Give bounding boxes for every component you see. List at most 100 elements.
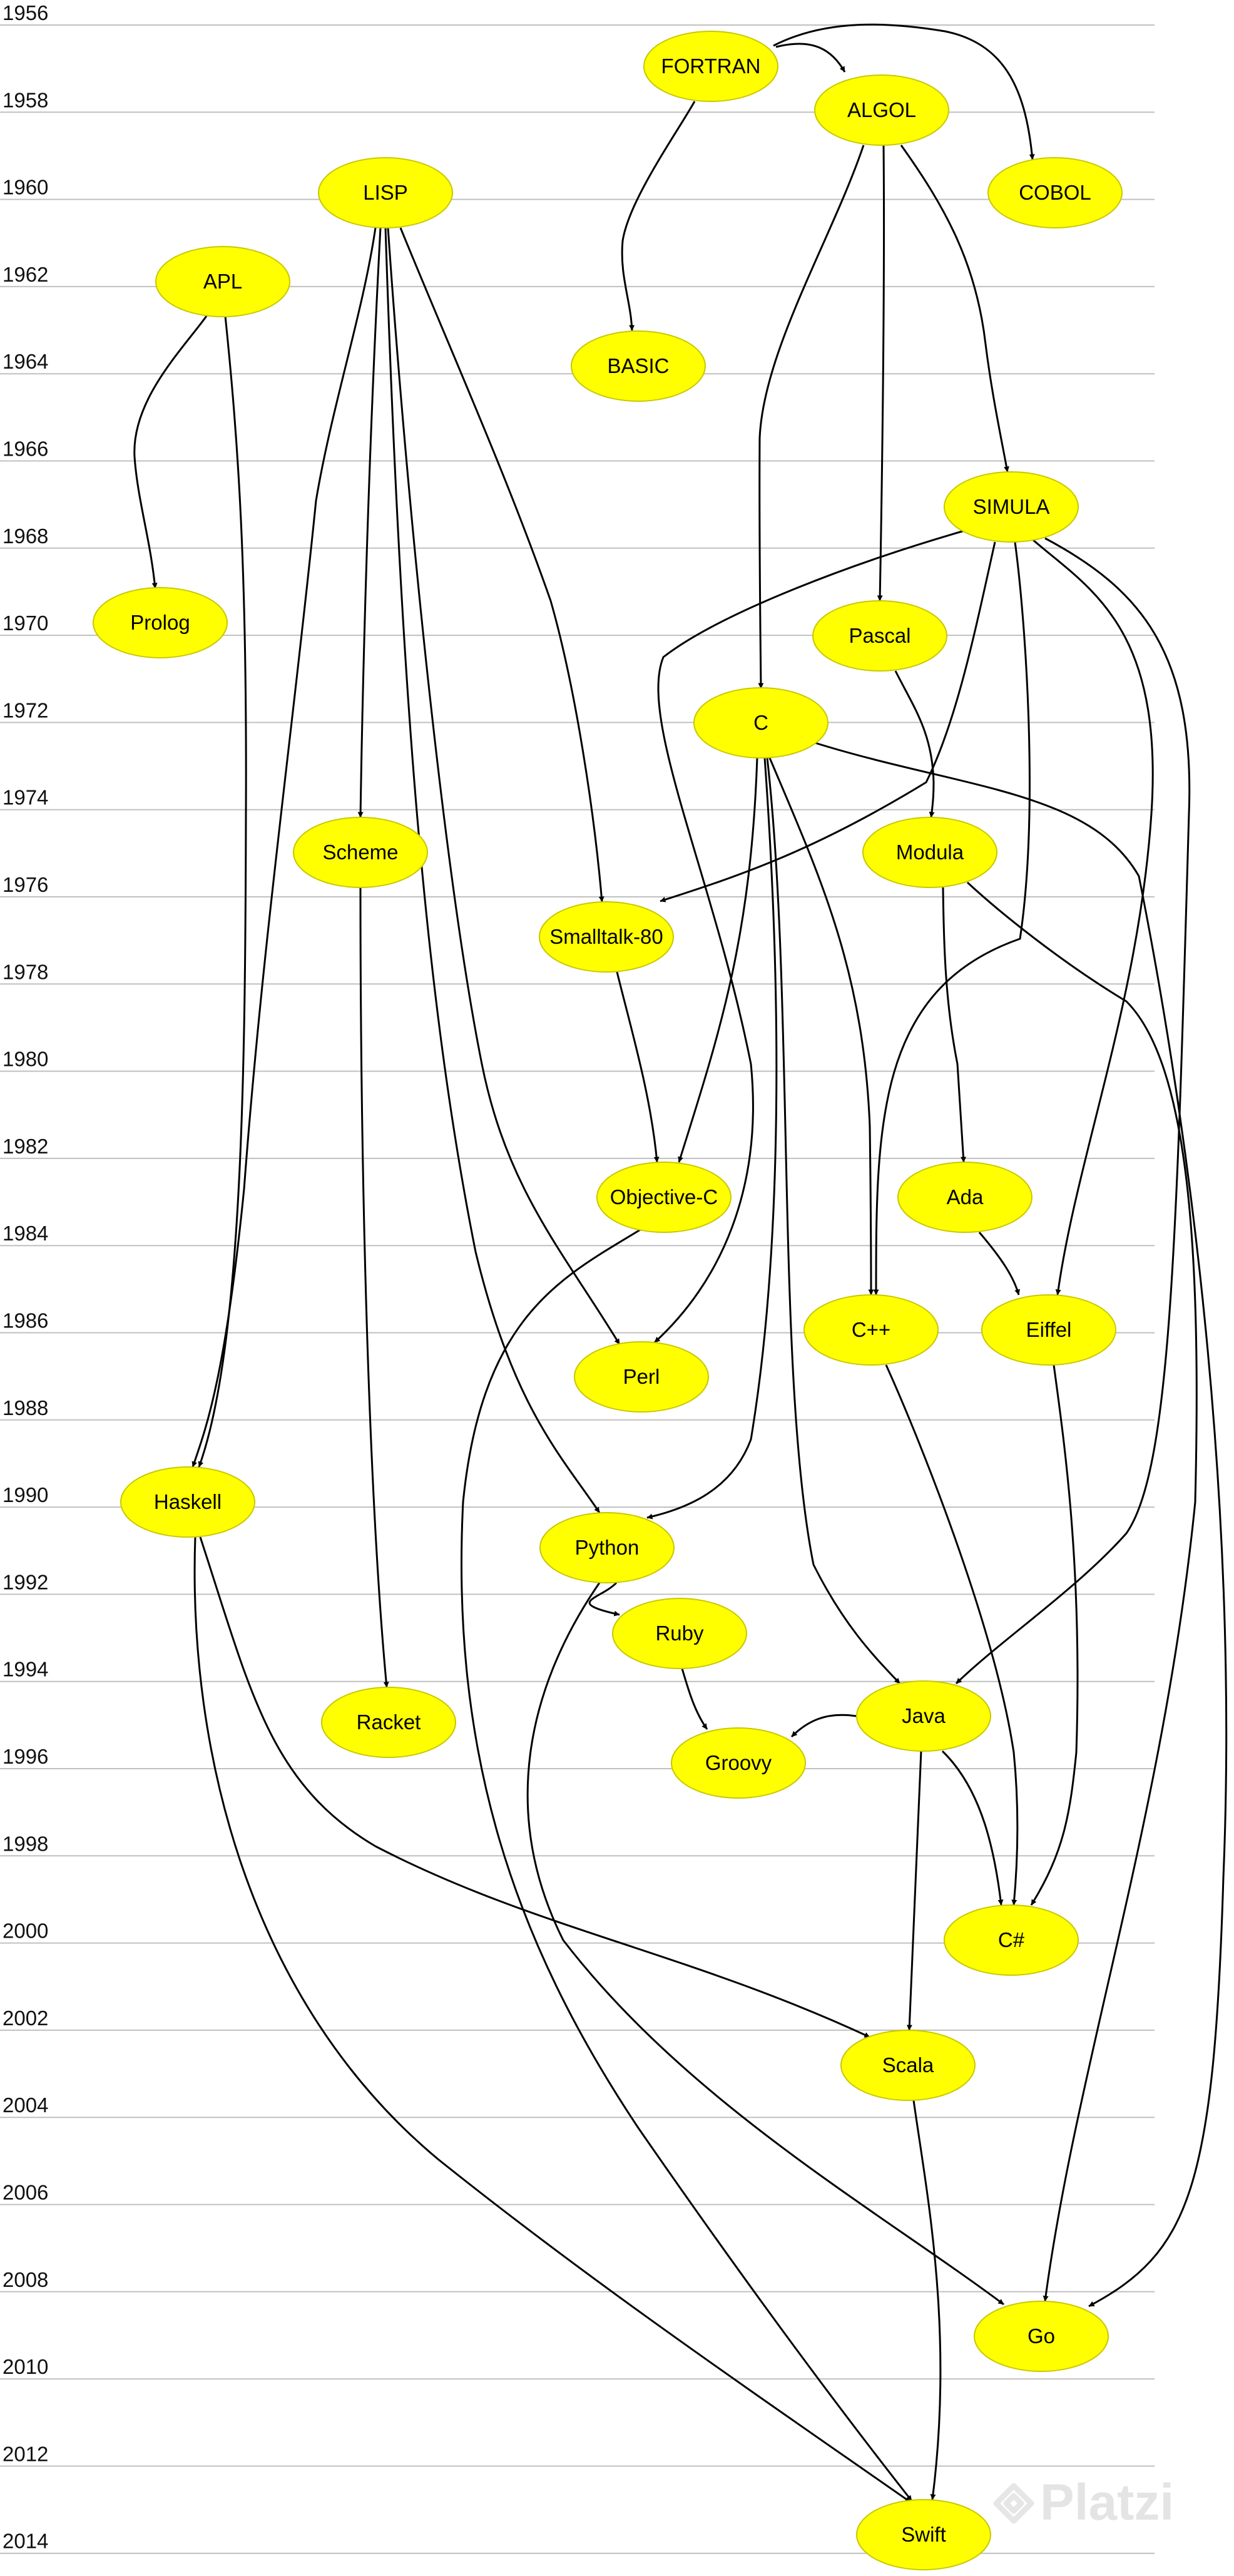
node-objc: Objective-C: [596, 1162, 732, 1233]
year-label-1960: 1960: [3, 176, 48, 199]
node-ellipse-java: [856, 1680, 991, 1752]
node-smalltalk: Smalltalk-80: [539, 901, 674, 973]
year-label-1984: 1984: [3, 1222, 48, 1245]
year-label-1996: 1996: [3, 1745, 48, 1768]
edge-python-ruby: [588, 1582, 620, 1617]
edge-algol-simula: [900, 145, 1009, 473]
node-label-racket: Racket: [357, 1710, 421, 1734]
node-ellipse-fortran: [643, 31, 778, 102]
node-label-objc: Objective-C: [610, 1185, 718, 1209]
edge-ada-eiffel: [978, 1232, 1021, 1296]
node-ellipse-apl: [155, 246, 290, 317]
node-perl: Perl: [574, 1341, 709, 1413]
node-label-ruby: Ruby: [655, 1622, 704, 1645]
node-ellipse-csharp: [944, 1904, 1079, 1976]
node-ellipse-swift: [856, 2499, 991, 2570]
year-label-1978: 1978: [3, 960, 48, 983]
node-label-swift: Swift: [901, 2523, 946, 2546]
node-eiffel: Eiffel: [981, 1294, 1116, 1366]
node-label-scala: Scala: [882, 2053, 934, 2077]
node-modula: Modula: [862, 817, 997, 888]
year-label-1962: 1962: [3, 263, 48, 286]
year-label-2002: 2002: [3, 2006, 48, 2030]
node-label-smalltalk: Smalltalk-80: [549, 925, 663, 948]
influence-edges: [133, 23, 1228, 2503]
year-label-1990: 1990: [3, 1483, 48, 1506]
year-label-1958: 1958: [3, 88, 48, 111]
node-ellipse-python: [539, 1512, 675, 1583]
year-label-1980: 1980: [3, 1048, 48, 1071]
platzi-logo-icon: [993, 2483, 1034, 2524]
edge-objc-swift: [461, 1229, 913, 2502]
node-lisp: LISP: [318, 157, 453, 228]
edge-modula-go: [966, 881, 1198, 2302]
edge-lisp-perl: [387, 227, 621, 1345]
node-label-apl: APL: [203, 270, 242, 293]
edge-lisp-scheme: [357, 227, 382, 818]
edge-haskell-scala: [199, 1536, 870, 2038]
year-label-2000: 2000: [3, 1919, 48, 1943]
node-ellipse-eiffel: [981, 1294, 1116, 1366]
node-label-basic: BASIC: [607, 354, 669, 377]
edge-eiffel-csharp: [1030, 1364, 1079, 1906]
node-label-csharp: C#: [998, 1928, 1025, 1951]
node-ellipse-perl: [574, 1341, 709, 1413]
node-ellipse-groovy: [671, 1727, 806, 1799]
node-label-groovy: Groovy: [705, 1751, 772, 1774]
node-go: Go: [974, 2301, 1109, 2372]
node-pascal: Pascal: [812, 600, 947, 672]
node-label-ada: Ada: [947, 1185, 984, 1209]
year-label-2004: 2004: [3, 2093, 48, 2117]
edge-algol-c: [758, 145, 865, 689]
edge-python-go: [526, 1582, 1004, 2306]
node-groovy: Groovy: [671, 1727, 806, 1799]
edge-scala-swift: [912, 2100, 942, 2500]
node-fortran: FORTRAN: [643, 31, 778, 102]
node-swift: Swift: [856, 2499, 991, 2570]
year-label-1976: 1976: [3, 873, 48, 896]
node-ellipse-lisp: [318, 157, 453, 228]
node-ellipse-scheme: [293, 817, 428, 888]
node-basic: BASIC: [571, 330, 706, 402]
year-label-1974: 1974: [3, 786, 48, 809]
edge-pascal-modula: [894, 670, 935, 818]
node-label-haskell: Haskell: [154, 1490, 222, 1513]
year-label-2010: 2010: [3, 2355, 48, 2378]
node-c: C: [693, 687, 829, 759]
node-ellipse-objc: [596, 1162, 732, 1233]
year-label-2014: 2014: [3, 2530, 48, 2553]
edge-c-python: [646, 757, 778, 1520]
node-ellipse-modula: [862, 817, 997, 888]
node-haskell: Haskell: [120, 1466, 255, 1538]
node-ruby: Ruby: [612, 1598, 747, 1669]
node-ada: Ada: [897, 1162, 1033, 1233]
edge-simula-cpp: [873, 541, 1031, 1296]
node-label-pascal: Pascal: [849, 624, 910, 647]
node-ellipse-basic: [571, 330, 706, 402]
node-ellipse-algol: [814, 74, 949, 146]
edge-simula-eiffel: [1032, 538, 1154, 1296]
edge-haskell-swift: [193, 1536, 911, 2503]
year-label-1972: 1972: [3, 698, 48, 722]
year-label-2012: 2012: [3, 2442, 48, 2465]
node-label-perl: Perl: [623, 1365, 660, 1388]
node-label-cobol: COBOL: [1019, 181, 1091, 204]
edge-java-csharp: [941, 1750, 1004, 1906]
year-label-1988: 1988: [3, 1396, 48, 1419]
node-csharp: C#: [944, 1904, 1079, 1976]
year-label-1982: 1982: [3, 1135, 48, 1158]
node-apl: APL: [155, 246, 290, 317]
node-ellipse-haskell: [120, 1466, 255, 1538]
node-ellipse-go: [974, 2301, 1109, 2372]
edge-c-objc: [678, 757, 758, 1163]
node-label-fortran: FORTRAN: [661, 54, 761, 78]
node-prolog: Prolog: [93, 587, 228, 658]
node-scheme: Scheme: [293, 817, 428, 888]
year-label-1956: 1956: [3, 1, 48, 24]
platzi-watermark: Platzi: [993, 2474, 1174, 2531]
year-label-1964: 1964: [3, 350, 48, 373]
year-label-1970: 1970: [3, 611, 48, 635]
edge-apl-prolog: [133, 315, 208, 589]
